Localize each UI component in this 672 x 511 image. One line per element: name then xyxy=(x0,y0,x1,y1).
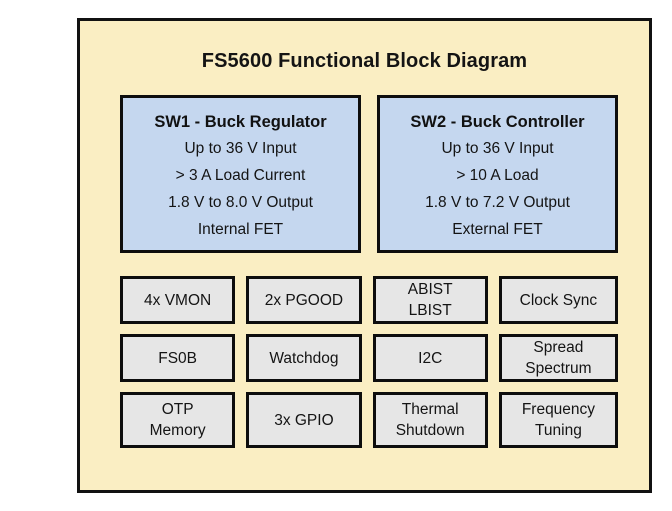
feature-line: OTP xyxy=(161,401,194,418)
feature-line: 2x PGOOD xyxy=(264,291,344,309)
feature-block-clock-sync: Clock Sync xyxy=(498,276,619,324)
feature-block-thermal-shutdown-label: Thermal Shutdown xyxy=(396,399,465,441)
feature-block-abist-lbist: ABIST LBIST xyxy=(372,276,488,324)
feature-block-pgood-label: 2x PGOOD xyxy=(265,290,343,311)
feature-line: LBIST xyxy=(408,302,452,319)
feature-block-fs0b: FS0B xyxy=(120,334,236,382)
feature-block-abist-lbist-label: ABIST LBIST xyxy=(408,279,453,321)
feature-line: I2C xyxy=(418,349,443,367)
feature-block-clock-sync-label: Clock Sync xyxy=(520,290,598,311)
feature-line: Spectrum xyxy=(525,360,592,377)
feature-line: Frequency xyxy=(521,401,596,418)
feature-block-otp-memory-label: OTP Memory xyxy=(150,399,206,441)
feature-line: 4x VMON xyxy=(144,291,212,309)
sw1-title: SW1 - Buck Regulator xyxy=(154,113,327,131)
sw2-spec-line-3: 1.8 V to 7.2 V Output xyxy=(425,194,570,211)
sw2-buck-controller-block: SW2 - Buck Controller Up to 36 V Input >… xyxy=(377,95,618,253)
feature-line: ABIST xyxy=(407,281,453,298)
feature-block-frequency-tuning: Frequency Tuning xyxy=(498,392,619,448)
feature-block-watchdog: Watchdog xyxy=(246,334,362,382)
feature-block-vmon-label: 4x VMON xyxy=(144,290,211,311)
sw1-spec-line-3: 1.8 V to 8.0 V Output xyxy=(168,194,313,211)
diagram-frame: FS5600 Functional Block Diagram SW1 - Bu… xyxy=(77,18,652,493)
feature-block-i2c-label: I2C xyxy=(418,348,442,369)
sw2-spec-line-4: External FET xyxy=(452,221,543,238)
feature-block-gpio-label: 3x GPIO xyxy=(274,410,333,431)
feature-block-pgood: 2x PGOOD xyxy=(246,276,362,324)
feature-row-2: FS0B Watchdog I2C Spread Spectrum xyxy=(120,334,619,382)
feature-block-thermal-shutdown: Thermal Shutdown xyxy=(372,392,488,448)
feature-line: Thermal xyxy=(401,401,459,418)
feature-line: FS0B xyxy=(158,349,198,367)
sw2-title: SW2 - Buck Controller xyxy=(410,113,585,131)
feature-block-grid: 4x VMON 2x PGOOD ABIST LBIST Clock Sync xyxy=(120,276,619,448)
sw1-buck-regulator-block: SW1 - Buck Regulator Up to 36 V Input > … xyxy=(120,95,361,253)
feature-block-spread-spectrum: Spread Spectrum xyxy=(498,334,619,382)
feature-block-otp-memory: OTP Memory xyxy=(120,392,236,448)
feature-line: Shutdown xyxy=(395,422,465,439)
feature-block-gpio: 3x GPIO xyxy=(246,392,362,448)
sw1-spec-line-4: Internal FET xyxy=(197,221,284,238)
page-title: FS5600 Functional Block Diagram xyxy=(201,50,528,72)
feature-line: Tuning xyxy=(535,422,582,439)
feature-block-i2c: I2C xyxy=(372,334,488,382)
sw2-spec-line-2: > 10 A Load xyxy=(456,167,539,184)
feature-block-watchdog-label: Watchdog xyxy=(269,348,338,369)
feature-line: Spread xyxy=(533,339,584,356)
feature-line: 3x GPIO xyxy=(274,411,334,429)
sw1-spec-line-2: > 3 A Load Current xyxy=(175,167,306,184)
feature-block-vmon: 4x VMON xyxy=(120,276,236,324)
feature-row-3: OTP Memory 3x GPIO Thermal Shutdown Freq… xyxy=(120,392,619,448)
feature-row-1: 4x VMON 2x PGOOD ABIST LBIST Clock Sync xyxy=(120,276,619,324)
feature-line: Clock Sync xyxy=(519,291,598,309)
feature-block-fs0b-label: FS0B xyxy=(158,348,197,369)
feature-line: Watchdog xyxy=(269,349,339,367)
feature-block-frequency-tuning-label: Frequency Tuning xyxy=(522,399,595,441)
feature-block-spread-spectrum-label: Spread Spectrum xyxy=(525,337,591,379)
sw2-spec-line-1: Up to 36 V Input xyxy=(441,140,554,157)
sw1-spec-line-1: Up to 36 V Input xyxy=(184,140,297,157)
feature-line: Memory xyxy=(149,422,206,439)
